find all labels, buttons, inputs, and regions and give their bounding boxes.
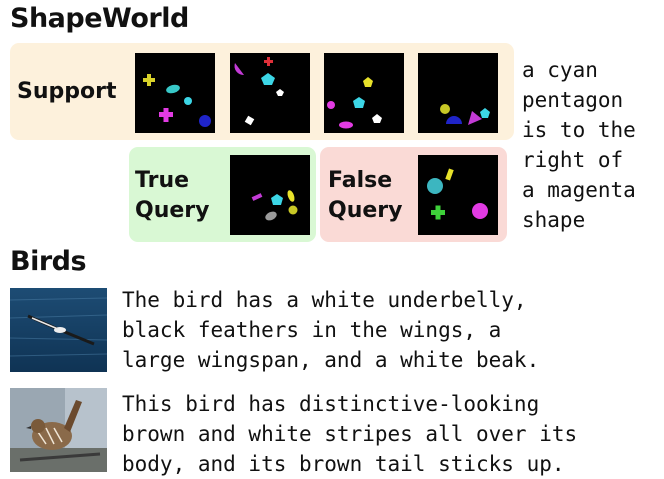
red-cross-shape bbox=[264, 57, 273, 66]
seabird-photo-icon bbox=[10, 288, 107, 372]
yellow-cross-shape bbox=[143, 74, 155, 86]
sparrow-photo-icon bbox=[10, 388, 107, 472]
support-image-3 bbox=[324, 53, 404, 133]
yellow-rect-shape bbox=[445, 168, 454, 181]
cyan-pentagon-shape bbox=[353, 97, 365, 108]
magenta-circle-shape bbox=[327, 101, 335, 109]
shapeworld-heading: ShapeWorld bbox=[10, 3, 189, 34]
bird-description-1: The bird has a white underbelly, black f… bbox=[122, 288, 540, 372]
false-query-label: False Query bbox=[328, 168, 403, 223]
yellow-circle-shape bbox=[440, 104, 450, 114]
blue-circle-shape bbox=[199, 115, 211, 127]
cyan-ellipse-shape bbox=[166, 84, 180, 94]
true-query-label: True Query bbox=[135, 168, 210, 223]
shapeworld-caption: a cyan pentagon is to the right of a mag… bbox=[522, 58, 636, 232]
magenta-circle-shape bbox=[472, 203, 488, 219]
magenta-ellipse-shape bbox=[339, 121, 353, 129]
cyan-pentagon-shape bbox=[271, 194, 283, 205]
magenta-rect-shape bbox=[251, 193, 263, 201]
true-query-image bbox=[230, 155, 310, 235]
white-pentagon-shape bbox=[372, 114, 382, 123]
gray-ellipse-shape bbox=[265, 211, 277, 221]
green-cross-shape bbox=[431, 205, 445, 220]
cyan-circle-shape bbox=[427, 178, 443, 194]
yellow-circle-shape bbox=[288, 205, 298, 215]
magenta-cross-shape bbox=[159, 108, 173, 122]
bird-description-2: This bird has distinctive-looking brown … bbox=[122, 392, 578, 476]
yellow-ellipse-shape bbox=[287, 190, 295, 202]
support-image-2 bbox=[230, 53, 310, 133]
birds-heading: Birds bbox=[10, 246, 87, 277]
cyan-pentagon-shape bbox=[261, 73, 275, 85]
cyan-pentagon-shape bbox=[480, 108, 490, 118]
support-image-4 bbox=[418, 53, 498, 133]
magenta-semicircle-shape bbox=[234, 63, 244, 76]
support-label: Support bbox=[17, 79, 117, 104]
white-square-shape bbox=[244, 115, 255, 126]
support-image-1 bbox=[135, 53, 215, 133]
yellow-pentagon-shape bbox=[363, 77, 373, 87]
blue-semicircle-shape bbox=[446, 116, 462, 124]
cyan-circle-shape bbox=[184, 97, 192, 105]
white-pentagon-shape bbox=[276, 89, 284, 96]
magenta-triangle-shape bbox=[468, 111, 482, 125]
false-query-image bbox=[418, 155, 498, 235]
